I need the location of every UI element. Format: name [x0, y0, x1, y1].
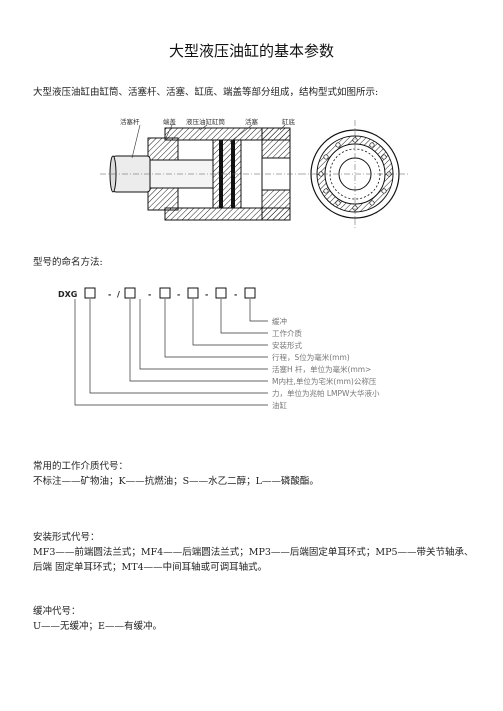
label-rod: 活塞杆	[120, 117, 140, 126]
separator-4: -	[177, 290, 180, 299]
intro-paragraph: 大型液压油缸由缸筒、活塞杆、活塞、缸底、端盖等部分组成，结构型式如图所示:	[33, 87, 379, 98]
model-prefix: DXG	[58, 290, 77, 299]
code-box-3	[159, 287, 171, 299]
separator-5: -	[205, 290, 208, 299]
separator-1: -	[108, 290, 111, 299]
separator-3: -	[148, 290, 151, 299]
legend-cylinder: 油缸	[272, 400, 287, 410]
medium-body: 不标注——矿物油；K——抗燃油；S——水乙二醇；L——磷酸酯。	[33, 476, 319, 487]
medium-heading: 常用的工作介质代号：	[33, 461, 129, 472]
code-box-6	[244, 287, 256, 299]
legend-rod-diameter: 活塞H 杆，单位为毫米(mm>	[272, 364, 371, 374]
label-piston: 活塞	[245, 117, 259, 126]
code-box-2	[124, 287, 136, 299]
mount-body: MF3——前端圆法兰式；MF4——后端圆法兰式；MP3——后端固定单耳环式；MP…	[33, 547, 474, 573]
legend-stroke: 行程，S位为毫米(mm)	[272, 352, 350, 362]
buffer-body: U——无缓冲；E——有缓冲。	[33, 621, 162, 632]
legend-bore: M内柱,单位为宅米(mm)公称压	[272, 376, 377, 386]
code-box-1	[84, 287, 96, 299]
code-box-4	[187, 287, 199, 299]
separator-2: /	[117, 290, 120, 299]
legend-pressure: 力，单位为兆帕 LMPW大华液小	[272, 388, 380, 398]
model-code-diagram: DXG - / - - - - 缓冲 工作介质 安装形式 行程，S位为毫米(mm…	[58, 287, 380, 410]
mount-heading: 安装形式代号：	[33, 532, 100, 543]
cylinder-end-view	[300, 120, 410, 228]
label-end-cap: 端盖	[163, 117, 177, 126]
label-bottom: 缸底	[282, 117, 296, 126]
code-box-5	[215, 287, 227, 299]
label-tube: 液压油缸缸筒	[186, 117, 226, 126]
legend-mount: 安装形式	[272, 340, 302, 350]
legend-medium: 工作介质	[272, 328, 302, 338]
page-title: 大型液压油缸的基本参数	[168, 42, 334, 60]
cylinder-section-view: 活塞杆 端盖 液压油缸缸筒 活塞 缸底	[100, 117, 300, 221]
legend-buffer: 缓冲	[272, 316, 287, 326]
buffer-heading: 缓冲代号：	[33, 606, 81, 617]
separator-6: -	[234, 290, 237, 299]
naming-heading: 型号的命名方法:	[33, 257, 103, 268]
